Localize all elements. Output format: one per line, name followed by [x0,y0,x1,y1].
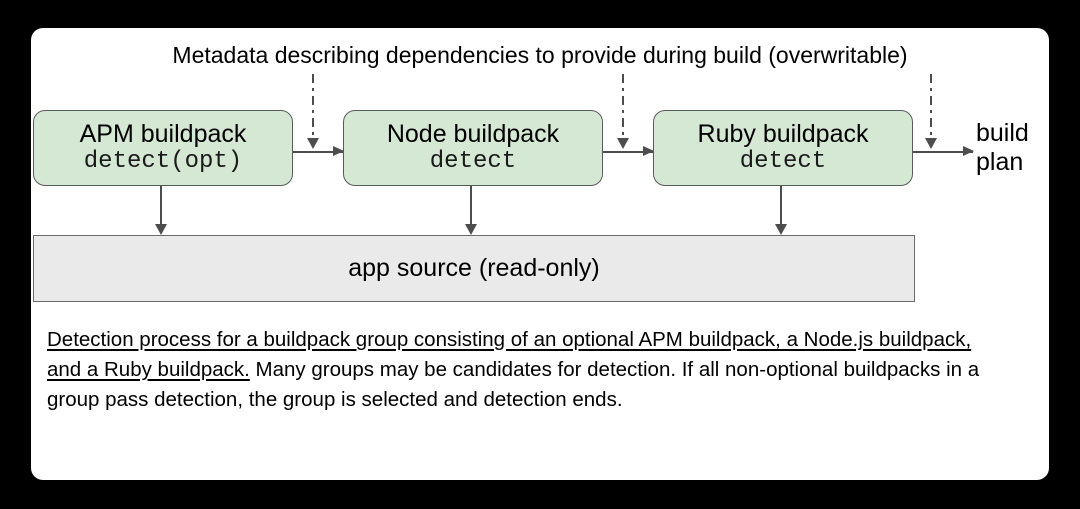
buildpack-box-node[interactable]: Node buildpack detect [343,110,603,186]
build-plan-label: build plan [976,110,1056,186]
build-plan-line1: build [976,118,1029,147]
metadata-arrow-1 [307,74,319,152]
build-plan-line2: plan [976,148,1024,176]
arrow-shaft [293,151,343,153]
diagram-card: Metadata describing dependencies to prov… [31,28,1049,480]
description-rest: Many groups may be candidates for detect… [47,358,980,411]
arrow-head-icon [963,146,974,156]
dash-dot-shaft [930,74,932,140]
arrow-node-to-app-source [465,186,477,236]
app-source-label: app source (read-only) [348,254,600,282]
arrow-head-icon [925,138,937,149]
buildpack-box-ruby[interactable]: Ruby buildpack detect [653,110,913,186]
arrow-shaft [913,151,973,153]
buildpack-box-apm[interactable]: APM buildpack detect(opt) [33,110,293,186]
metadata-arrow-3 [925,74,937,152]
arrow-shaft [603,151,653,153]
metadata-arrow-2 [617,74,629,152]
metadata-caption: Metadata describing dependencies to prov… [172,42,908,68]
app-source-box: app source (read-only) [33,235,915,302]
arrow-head-icon [465,224,477,235]
arrow-apm-to-node [293,146,344,158]
arrow-apm-to-app-source [155,186,167,236]
arrow-shaft [160,186,162,226]
buildpack-title-node: Node buildpack [386,119,560,148]
arrow-node-to-ruby [603,146,654,158]
arrow-head-icon [307,138,319,149]
arrow-shaft [470,186,472,226]
description-emphasis: Detection process for a buildpack group … [47,328,972,381]
arrow-ruby-to-build-plan [913,146,974,158]
arrow-head-icon [775,224,787,235]
arrow-head-icon [617,138,629,149]
arrow-head-icon [333,146,344,156]
dash-dot-shaft [312,74,314,140]
arrow-head-icon [643,146,654,156]
dash-dot-shaft [622,74,624,140]
arrow-shaft [780,186,782,226]
arrow-ruby-to-app-source [775,186,787,236]
buildpack-title-apm: APM buildpack [79,119,247,148]
arrow-head-icon [155,224,167,235]
buildpack-title-ruby: Ruby buildpack [697,119,869,148]
buildpack-detect-ruby: detect [739,147,827,175]
buildpack-detect-node: detect [429,147,517,175]
description-paragraph: Detection process for a buildpack group … [47,325,997,415]
buildpack-detect-apm: detect(opt) [83,147,243,175]
